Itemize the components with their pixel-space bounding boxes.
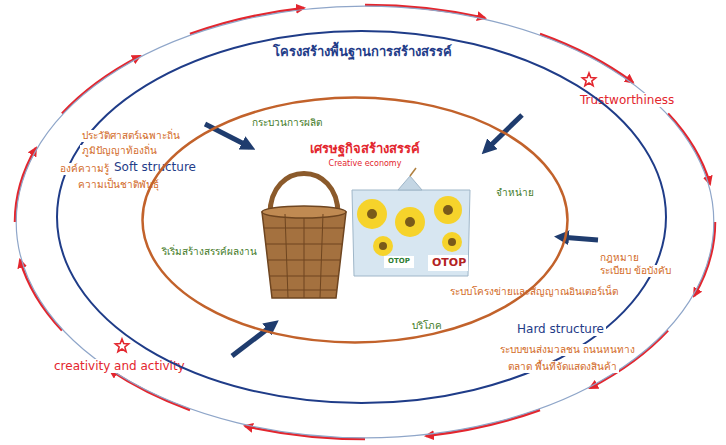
core-ellipse: เศรษฐกิจสร้างสรรค์ Creative economy กระบวน…	[140, 95, 570, 345]
ellipse-line	[16, 6, 714, 438]
product-picture	[352, 168, 470, 276]
inward-arrow	[205, 124, 250, 147]
region-text: Hard structure	[515, 322, 606, 336]
region-text: ประวัติศาสตร์เฉพาะถิ่น	[80, 130, 182, 142]
region-text: เศรษฐกิจสร้างสรรค์	[308, 141, 422, 157]
region-text: Creative economy	[327, 159, 404, 169]
inward-arrow	[232, 324, 274, 356]
ellipse-outline	[15, 5, 715, 439]
region-text: กระบวนการผลิต	[250, 117, 324, 129]
region-text: ภูมิปัญญาท้องถิ่น	[80, 145, 159, 157]
cycle-arrows	[15, 5, 715, 439]
star-icon	[582, 73, 595, 86]
region-text: creativity and activity	[52, 359, 187, 373]
region-text: จำหน่าย	[494, 187, 536, 199]
bag-body	[352, 190, 470, 276]
cycle-arrow	[540, 34, 633, 83]
ellipse-outline	[140, 95, 570, 345]
logo-patch	[384, 256, 414, 268]
region-text: โครงสร้างพื้นฐานการสร้างสรรค์	[271, 44, 454, 60]
star-icon	[115, 339, 128, 352]
cycle-arrow	[668, 114, 710, 185]
bag-top	[398, 176, 422, 190]
basket-rim	[262, 206, 346, 218]
cycle-arrow	[694, 222, 715, 296]
logo-text: OTOP	[430, 256, 468, 269]
region-text: ระบบโครงข่ายและสัญญาณอินเตอร์เน็ต	[448, 286, 620, 298]
outer-ellipse: Trustworthinesscreativity and activityโค…	[15, 5, 715, 439]
region-text: ระเบียบ ข้อบังคับ	[598, 265, 673, 277]
cycle-arrow	[20, 260, 62, 331]
region-text: Soft structure	[112, 160, 198, 174]
basket-picture	[262, 174, 346, 299]
region-text: องค์ความรู้	[58, 163, 111, 175]
region-text: กฎหมาย	[598, 252, 641, 264]
region-text: ระบบขนส่งมวลชน ถนนหนทาง	[498, 344, 637, 356]
ellipse-line	[57, 31, 666, 403]
basket-body	[262, 212, 346, 298]
inward-arrows	[205, 115, 598, 356]
cycle-arrow	[15, 148, 36, 222]
region-text: บริโภค	[410, 320, 444, 332]
infrastructure-ellipse: โครงสร้างพื้นฐานการสร้างสรรค์ประวัติศาสต…	[55, 29, 668, 405]
logo-patch	[428, 255, 468, 271]
cycle-arrow	[62, 56, 140, 114]
cycle-arrow	[590, 331, 668, 389]
ellipse-line	[143, 98, 568, 343]
bag-string	[410, 168, 416, 176]
region-text: ตลาด พื้นที่จัดแสดงสินค้า	[506, 361, 619, 373]
region-text: ริเริ่มสร้างสรรค์ผลงาน	[160, 246, 259, 258]
basket-weave	[264, 214, 344, 298]
flower-print	[357, 196, 462, 256]
logo-text: OTOP	[386, 257, 412, 265]
